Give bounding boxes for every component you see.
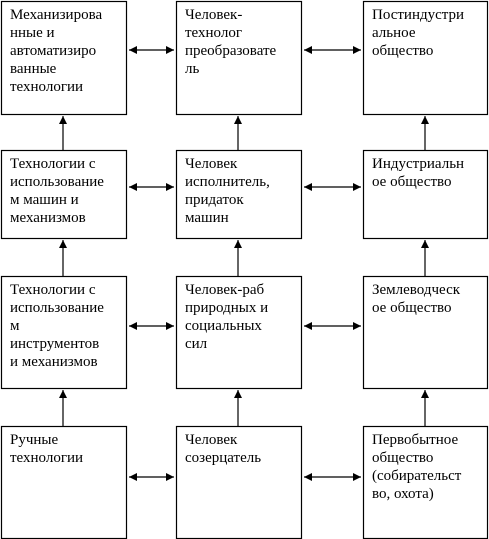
node-label-society-1: Индустриальн ое общество [372,156,465,190]
node-box-technologies-1 [0,149,128,240]
node-box-technologies-3 [0,425,128,539]
node-box-society-1 [362,149,489,240]
node-label-society-3: Первобытное общество (собирательст во, о… [372,432,462,502]
node-label-society-0: Постиндустри альное общество [372,7,465,59]
node-label-human-3: Человек созерцатель [185,432,262,466]
node-box-technologies-0 [0,0,128,116]
node-box-society-2 [362,275,489,390]
node-box-human-0 [175,0,303,116]
node-label-technologies-0: Механизирова нные и автоматизиро ванные … [10,7,103,95]
node-label-technologies-2: Технологии с использование м инструменто… [10,282,104,370]
node-label-technologies-1: Технологии с использование м машин и мех… [10,156,104,226]
node-label-technologies-3: Ручные технологии [10,432,84,466]
node-box-society-0 [362,0,489,116]
node-box-technologies-2 [0,275,128,390]
node-box-human-2 [175,275,303,390]
node-box-human-3 [175,425,303,539]
node-label-society-2: Землеводческ ое общество [372,282,461,316]
node-label-human-1: Человек исполнитель, придаток машин [185,156,270,226]
node-box-society-3 [362,425,489,539]
node-box-human-1 [175,149,303,240]
node-label-human-0: Человек- технолог преобразовате ль [185,7,277,77]
node-label-human-2: Человек-раб природных и социальных сил [185,282,269,352]
